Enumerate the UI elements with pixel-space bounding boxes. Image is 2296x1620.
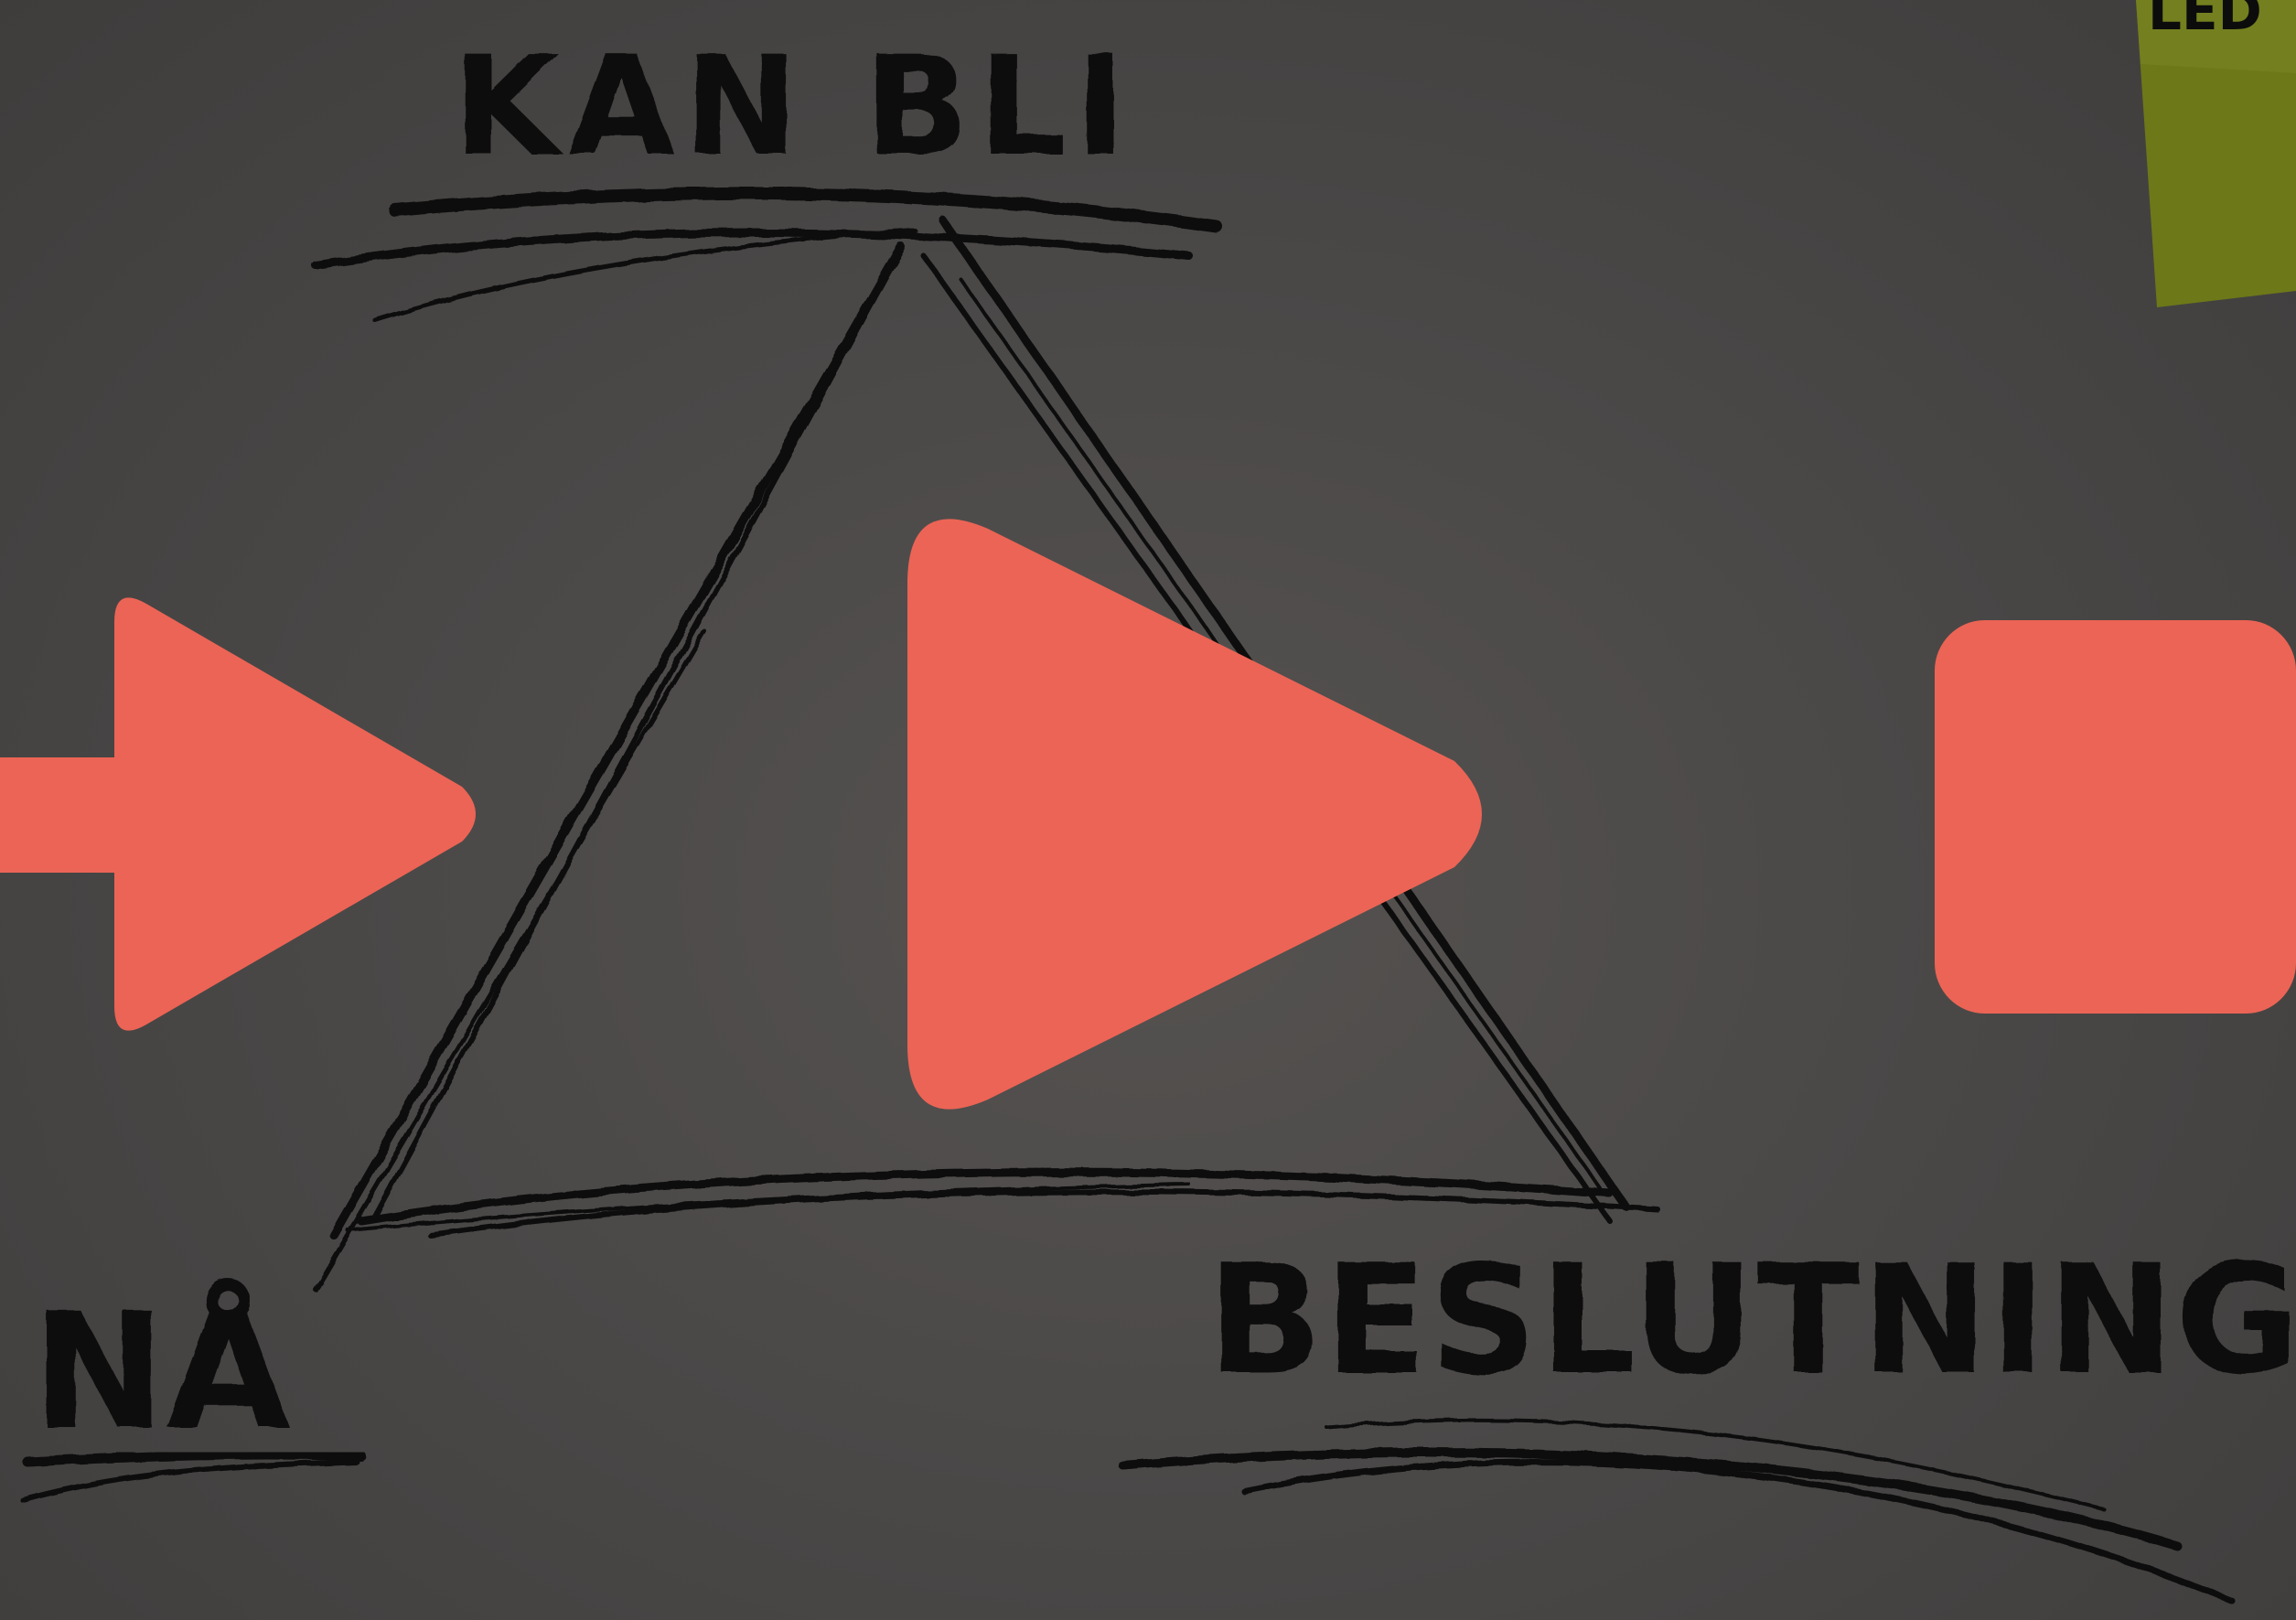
left-label: NÅ — [32, 1278, 290, 1465]
sticky-note-text: LED — [2148, 0, 2262, 42]
sticky-note: LED — [2136, 0, 2296, 307]
stop-icon — [1935, 620, 2296, 1014]
right-underline — [1123, 1421, 2232, 1601]
right-label: BESLUTNING — [1207, 1232, 2296, 1408]
top-underline — [316, 193, 1217, 320]
arrow-right-icon — [0, 597, 476, 1030]
top-label: KAN BLI — [453, 27, 1135, 187]
play-icon — [907, 519, 1482, 1109]
